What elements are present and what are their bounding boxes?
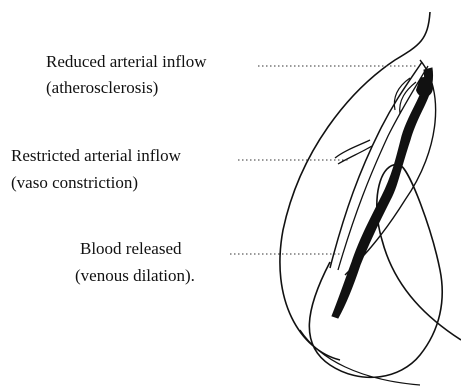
label-restricted-title: Restricted arterial inflow xyxy=(11,146,181,166)
dilated-vein xyxy=(332,68,433,318)
label-reduced-note: (atherosclerosis) xyxy=(46,78,158,98)
label-reduced-title: Reduced arterial inflow xyxy=(46,52,207,72)
label-released-note: (venous dilation). xyxy=(75,266,195,286)
label-restricted-note: (vaso constriction) xyxy=(11,173,138,193)
artery-branch-upper xyxy=(394,78,416,114)
vein-knot xyxy=(416,77,433,97)
artery-vessel-outer xyxy=(330,62,422,268)
label-released-title: Blood released xyxy=(80,239,182,259)
